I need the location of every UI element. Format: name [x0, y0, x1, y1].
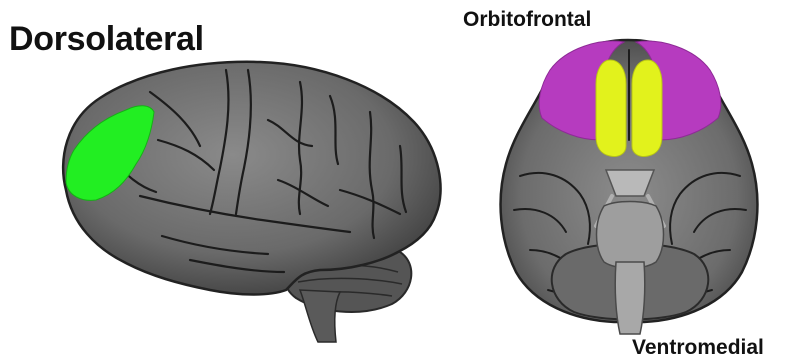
ventromedial-region-right: [632, 60, 662, 157]
medulla: [615, 262, 645, 334]
pons: [597, 202, 664, 269]
ventromedial-region-left: [596, 60, 626, 157]
